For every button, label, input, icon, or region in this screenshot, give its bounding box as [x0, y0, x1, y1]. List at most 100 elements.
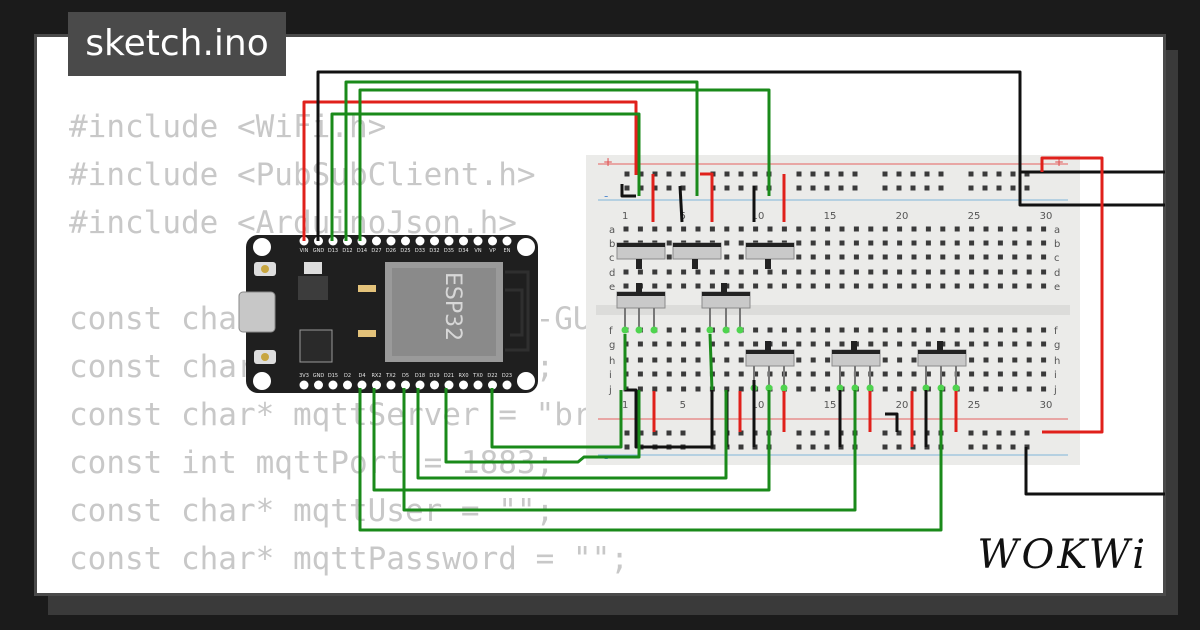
switch-knob[interactable]	[721, 283, 727, 293]
rail-hole	[938, 185, 944, 191]
breadboard-hole	[1026, 341, 1032, 347]
breadboard-hole	[623, 226, 629, 232]
header-pin[interactable]	[314, 380, 323, 390]
breadboard-hole	[853, 254, 859, 260]
switch-knob[interactable]	[636, 259, 642, 269]
header-pin[interactable]	[502, 236, 512, 246]
connected-hole-indicator	[650, 326, 658, 334]
wire-black-short	[678, 185, 684, 223]
rail-hole	[968, 430, 974, 436]
header-pin[interactable]	[473, 380, 483, 390]
switch-knob[interactable]	[692, 259, 698, 269]
breadboard-hole	[853, 226, 859, 232]
connected-hole-indicator	[952, 384, 960, 392]
breadboard-hole	[1026, 327, 1032, 333]
switch-knob[interactable]	[765, 341, 771, 351]
breadboard-hole	[882, 386, 888, 392]
header-pin[interactable]	[401, 236, 410, 246]
header-pin[interactable]	[372, 236, 381, 246]
slide-switch[interactable]	[672, 242, 722, 269]
breadboard-hole	[911, 240, 917, 246]
breadboard-hole	[738, 283, 744, 289]
breadboard-hole	[868, 269, 874, 275]
esp32-shield	[392, 268, 496, 356]
header-pin[interactable]	[459, 380, 468, 390]
header-pin[interactable]	[357, 380, 367, 390]
connected-hole-indicator	[922, 384, 930, 392]
mount-hole	[517, 238, 535, 256]
row-letter: g	[609, 340, 615, 351]
header-pin[interactable]	[444, 380, 454, 390]
breadboard-hole	[666, 357, 672, 363]
header-pin[interactable]	[473, 236, 483, 246]
column-number: 1	[622, 211, 628, 222]
breadboard-hole	[738, 357, 744, 363]
sketch-file-tab[interactable]: sketch.ino	[68, 12, 286, 76]
breadboard-hole	[681, 357, 687, 363]
breadboard-hole	[839, 283, 845, 289]
row-letter: d	[609, 268, 615, 279]
header-pin[interactable]	[488, 236, 497, 246]
breadboard-hole	[753, 327, 759, 333]
wire-red-vin	[302, 100, 638, 241]
switch-knob[interactable]	[765, 259, 771, 269]
rail-hole	[810, 185, 816, 191]
breadboard-hole	[695, 269, 701, 275]
header-pin[interactable]	[430, 236, 439, 246]
row-letter: a	[1054, 225, 1060, 236]
header-pin[interactable]	[488, 380, 497, 390]
header-pin[interactable]	[415, 236, 425, 246]
header-pin[interactable]	[415, 380, 425, 390]
breadboard-hole	[1041, 254, 1047, 260]
header-pin[interactable]	[299, 380, 309, 390]
column-number: 10	[752, 211, 765, 222]
header-pin[interactable]	[459, 236, 468, 246]
slide-switch[interactable]	[616, 283, 666, 309]
breadboard-hole	[882, 283, 888, 289]
pin-label: TX0	[472, 373, 483, 379]
breadboard-hole	[969, 240, 975, 246]
breadboard-hole	[709, 341, 715, 347]
rail-hole	[882, 171, 888, 177]
column-number: 10	[752, 400, 765, 411]
header-pin[interactable]	[430, 380, 439, 390]
connected-hole-indicator	[937, 384, 945, 392]
header-pin[interactable]	[401, 380, 410, 390]
slide-switch[interactable]	[745, 242, 795, 269]
header-pin[interactable]	[386, 236, 396, 246]
breadboard-hole	[983, 254, 989, 260]
rail-hole	[896, 185, 902, 191]
breadboard-hole	[1041, 371, 1047, 377]
wire-black-rail-bottom	[1024, 447, 1165, 496]
rail-hole	[838, 185, 844, 191]
breadboard-hole	[623, 269, 629, 275]
header-pin[interactable]	[343, 380, 352, 390]
breadboard-hole	[681, 386, 687, 392]
rail-hole	[852, 185, 858, 191]
breadboard-hole	[911, 283, 917, 289]
switch-knob[interactable]	[636, 283, 642, 293]
header-pin[interactable]	[444, 236, 454, 246]
header-pin[interactable]	[328, 380, 338, 390]
breadboard-hole	[969, 226, 975, 232]
slide-switch[interactable]	[616, 242, 666, 269]
rail-hole	[982, 430, 988, 436]
header-pin[interactable]	[372, 380, 381, 390]
switch-knob[interactable]	[937, 341, 943, 351]
switch-knob[interactable]	[851, 341, 857, 351]
breadboard-hole	[969, 357, 975, 363]
pin-label: D15	[328, 373, 338, 379]
breadboard-hole	[853, 371, 859, 377]
breadboard-hole	[882, 327, 888, 333]
breadboard-hole	[911, 357, 917, 363]
header-pin[interactable]	[386, 380, 396, 390]
row-letter: e	[609, 282, 615, 293]
rail-hole	[738, 444, 744, 450]
breadboard-hole	[1041, 240, 1047, 246]
pin-label: VIN	[300, 248, 309, 254]
header-pin[interactable]	[502, 380, 512, 390]
